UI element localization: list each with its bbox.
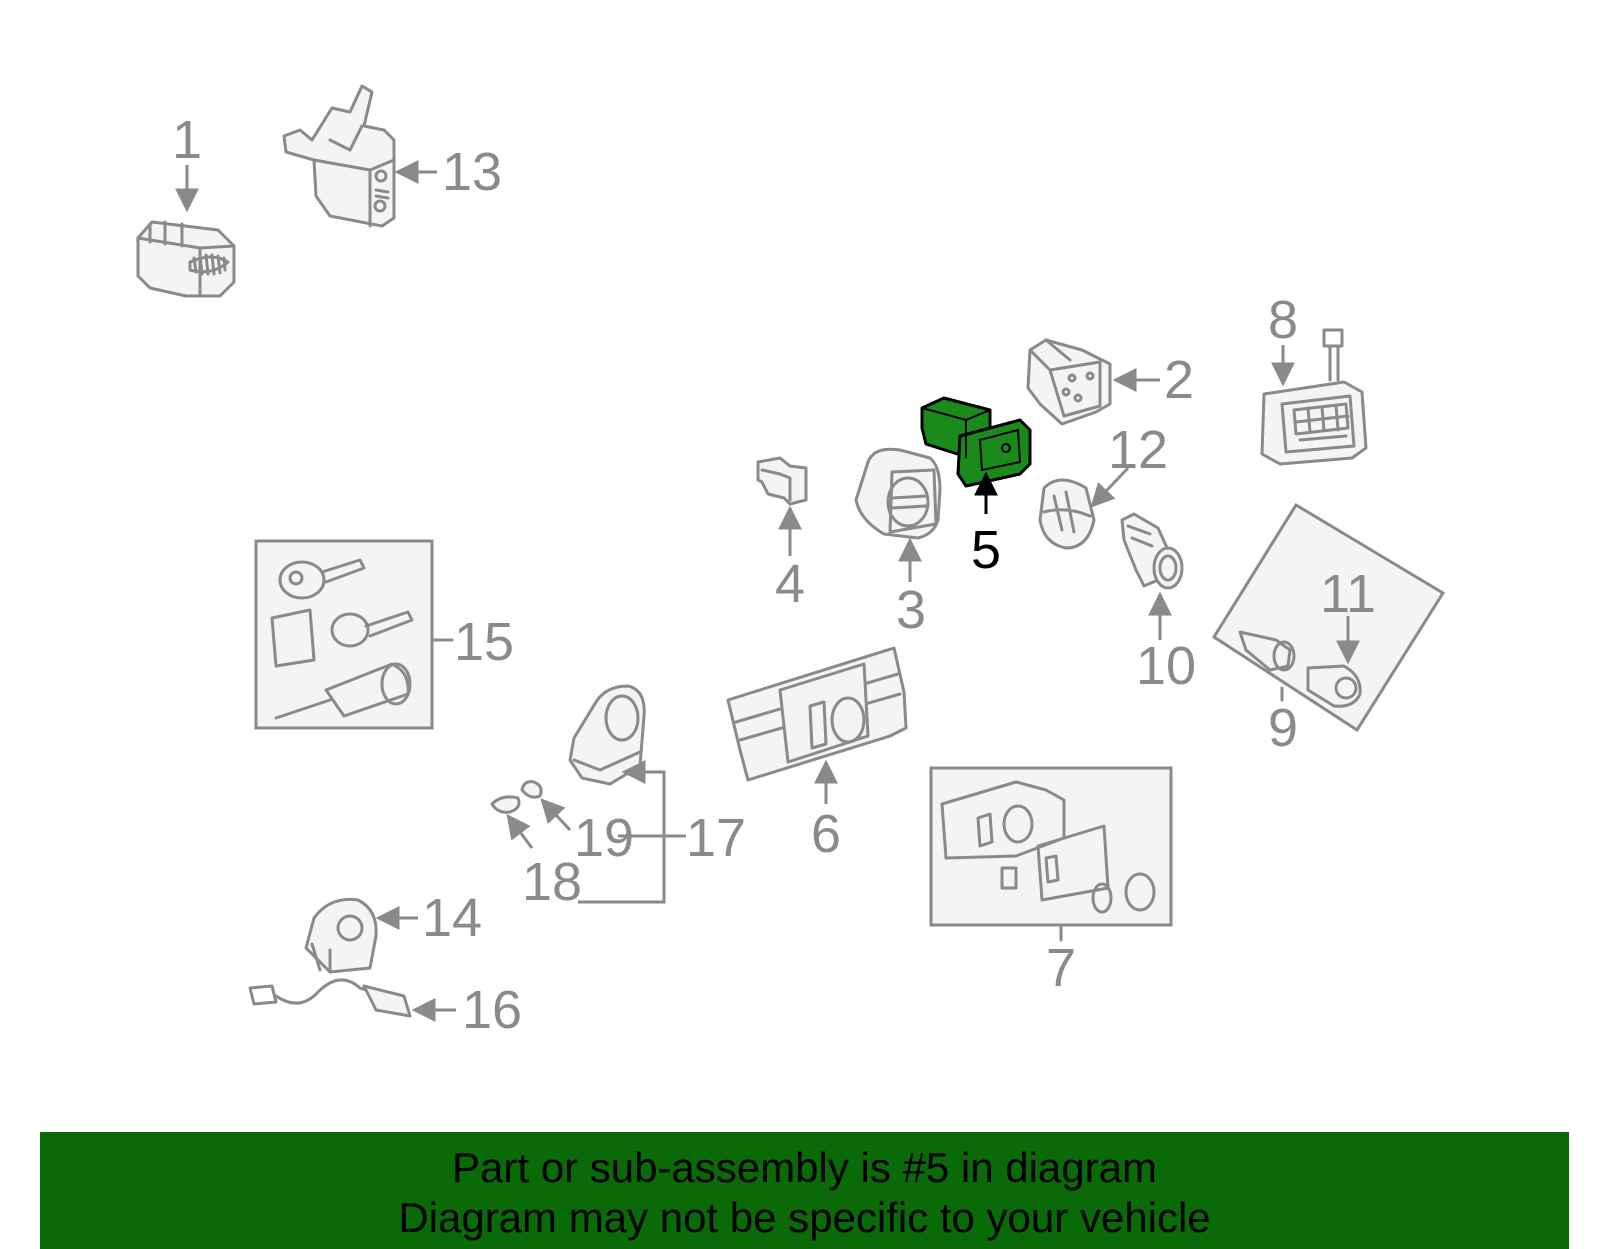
part-15-box [254, 539, 454, 730]
callout-5[interactable]: 5 [971, 520, 1001, 580]
part-7-box [929, 766, 1173, 942]
part-12-drawing [1038, 478, 1096, 550]
callout-17[interactable]: 17 [686, 808, 746, 868]
notice-banner: Part or sub-assembly is #5 in diagram Di… [40, 1132, 1569, 1249]
part-9-box [1211, 502, 1446, 733]
callout-1[interactable]: 1 [172, 110, 202, 170]
key-icon [330, 610, 414, 648]
callout-14[interactable]: 14 [422, 888, 482, 948]
callout-19[interactable]: 19 [574, 808, 634, 868]
key-icon [270, 558, 366, 668]
callout-16[interactable]: 16 [462, 980, 522, 1040]
callout-18[interactable]: 18 [522, 852, 582, 912]
callout-15[interactable]: 15 [454, 612, 514, 672]
callout-3[interactable]: 3 [896, 580, 926, 640]
banner-line-part: Part or sub-assembly is #5 in diagram [452, 1144, 1157, 1191]
part-19-drawing [520, 780, 543, 799]
part-5-drawing [920, 396, 1032, 488]
banner-line-disclaimer: Diagram may not be specific to your vehi… [398, 1194, 1211, 1241]
part-14-drawing [304, 897, 378, 974]
part-8-drawing [1260, 328, 1368, 466]
callout-7[interactable]: 7 [1046, 938, 1076, 998]
callout-12[interactable]: 12 [1108, 420, 1168, 480]
part-6-drawing [726, 646, 908, 782]
part-3-drawing [854, 447, 942, 540]
callout-10[interactable]: 10 [1136, 636, 1196, 696]
part-10-drawing [1120, 512, 1184, 590]
parts-diagram: 1 13 2 8 5 [136, 84, 1446, 1040]
callout-11[interactable]: 11 [1320, 564, 1376, 624]
part-1-drawing [136, 220, 236, 298]
part-2-drawing [1026, 338, 1112, 426]
part-13-drawing [282, 84, 396, 228]
callout-2[interactable]: 2 [1164, 350, 1194, 410]
callout-13[interactable]: 13 [442, 142, 502, 202]
part-17-drawing [568, 684, 646, 786]
callout-4[interactable]: 4 [775, 554, 805, 614]
callout-9[interactable]: 9 [1268, 698, 1298, 758]
lock-cylinder-icon [274, 662, 412, 720]
callout-6[interactable]: 6 [811, 804, 841, 864]
part-18-drawing [490, 795, 521, 814]
part-4-drawing [756, 456, 808, 506]
callout-8[interactable]: 8 [1268, 290, 1298, 350]
part-16-drawing [248, 978, 412, 1018]
